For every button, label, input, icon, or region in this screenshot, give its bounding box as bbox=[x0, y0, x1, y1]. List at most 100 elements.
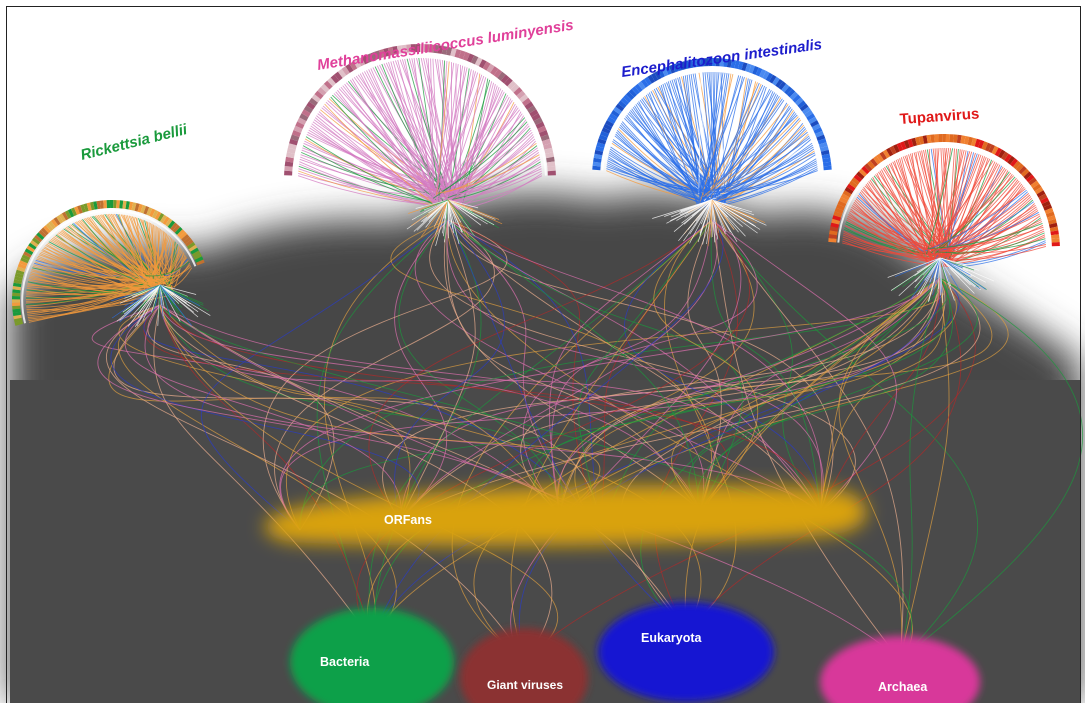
link-curve bbox=[286, 277, 946, 531]
ring-segment bbox=[596, 142, 606, 149]
link-curve bbox=[549, 219, 713, 516]
link-curve bbox=[105, 304, 525, 661]
ring-segment bbox=[956, 134, 962, 144]
link-curve bbox=[447, 219, 743, 511]
link-curve bbox=[159, 304, 601, 516]
chord-line bbox=[952, 185, 1024, 264]
fringe-tick bbox=[711, 199, 743, 227]
giant-viruses-label: Giant viruses bbox=[487, 678, 563, 692]
ring-segment bbox=[1049, 222, 1058, 229]
ring-segment bbox=[745, 63, 752, 73]
ring-segment bbox=[734, 60, 740, 69]
ring-segment bbox=[160, 214, 167, 224]
chord-line bbox=[703, 104, 789, 197]
ring-segment bbox=[1051, 238, 1060, 243]
ring-segment bbox=[873, 155, 881, 165]
ring-segment bbox=[625, 91, 635, 100]
ring-segment bbox=[837, 200, 847, 208]
link-curve bbox=[159, 304, 821, 513]
link-curve bbox=[838, 277, 941, 661]
chord-line bbox=[88, 216, 153, 290]
chord-line bbox=[432, 117, 526, 199]
chord-line bbox=[698, 75, 742, 193]
link-curve bbox=[899, 277, 1084, 661]
ring-segment bbox=[289, 138, 298, 146]
link-curve bbox=[447, 219, 913, 661]
orfans-label: ORFans bbox=[384, 513, 432, 527]
link-curve bbox=[371, 219, 724, 641]
ring-segment bbox=[99, 200, 104, 209]
fringe-tick bbox=[428, 199, 449, 214]
chord-line bbox=[110, 213, 157, 278]
chord-line bbox=[56, 233, 148, 295]
link-curve bbox=[299, 277, 941, 531]
chord-line bbox=[926, 175, 1015, 252]
chord-line bbox=[607, 160, 705, 195]
fringe-tick bbox=[111, 284, 161, 302]
ring-segment bbox=[90, 201, 95, 211]
ring-segment bbox=[490, 66, 499, 76]
ring-segment bbox=[839, 197, 848, 204]
link-curve bbox=[899, 277, 941, 661]
ring-segment bbox=[1041, 200, 1051, 208]
chord-line bbox=[698, 89, 772, 193]
chord-line bbox=[929, 148, 950, 261]
ring-segment bbox=[1032, 183, 1042, 192]
chord-line bbox=[314, 117, 438, 202]
chord-line bbox=[107, 213, 158, 292]
fringe-tick bbox=[902, 257, 941, 287]
fringe-tick bbox=[447, 199, 460, 245]
chord-line bbox=[853, 201, 930, 263]
ring-segment bbox=[1051, 234, 1060, 239]
ring-segment bbox=[67, 208, 75, 218]
link-curve bbox=[710, 219, 821, 513]
ring-segment bbox=[140, 204, 147, 214]
chord-line bbox=[432, 58, 441, 193]
ring-segment bbox=[864, 163, 873, 172]
ring-segment bbox=[971, 137, 977, 147]
ring-segment bbox=[519, 94, 529, 103]
fringe-tick bbox=[917, 257, 941, 296]
ring-segment bbox=[162, 216, 170, 225]
ring-segment bbox=[680, 61, 687, 70]
fringe-tick bbox=[415, 199, 449, 209]
fringe-tick bbox=[710, 199, 713, 238]
link-curve bbox=[819, 277, 944, 513]
ring-segment bbox=[497, 71, 506, 81]
link-curve bbox=[518, 277, 942, 661]
ring-inner-band bbox=[21, 209, 197, 324]
ring-segment bbox=[165, 218, 173, 227]
fringe-tick bbox=[422, 199, 449, 223]
ring-segment bbox=[665, 66, 672, 75]
fringe-tick bbox=[931, 257, 941, 278]
chord-line bbox=[660, 84, 700, 210]
chord-line bbox=[712, 164, 818, 197]
circos-fan bbox=[284, 44, 556, 246]
ring-segment bbox=[378, 49, 386, 58]
chord-line bbox=[929, 158, 991, 253]
ring-segment bbox=[486, 63, 495, 73]
ring-segment bbox=[23, 251, 32, 258]
ring-segment bbox=[998, 149, 1006, 159]
ring-segment bbox=[759, 69, 766, 78]
ring-segment bbox=[870, 158, 878, 167]
ring-segment bbox=[287, 143, 297, 150]
ring-segment bbox=[539, 130, 549, 138]
ring-segment bbox=[853, 174, 863, 183]
ring-segment bbox=[392, 46, 399, 55]
chord-line bbox=[935, 238, 1046, 253]
eukaryota-label: Eukaryota bbox=[641, 631, 702, 645]
ring-segment bbox=[116, 200, 120, 209]
chord-line bbox=[118, 214, 147, 283]
ring-segment bbox=[840, 193, 850, 201]
ring-segment bbox=[1018, 165, 1027, 175]
ring-segment bbox=[1049, 226, 1059, 232]
chord-line bbox=[710, 170, 818, 194]
fringe-tick bbox=[685, 199, 713, 214]
ring-segment bbox=[420, 44, 425, 53]
chord-line bbox=[926, 160, 994, 249]
ring-segment bbox=[149, 208, 156, 218]
ring-segment bbox=[988, 144, 996, 153]
ring-segment bbox=[474, 57, 483, 67]
ring-segment bbox=[741, 62, 748, 71]
